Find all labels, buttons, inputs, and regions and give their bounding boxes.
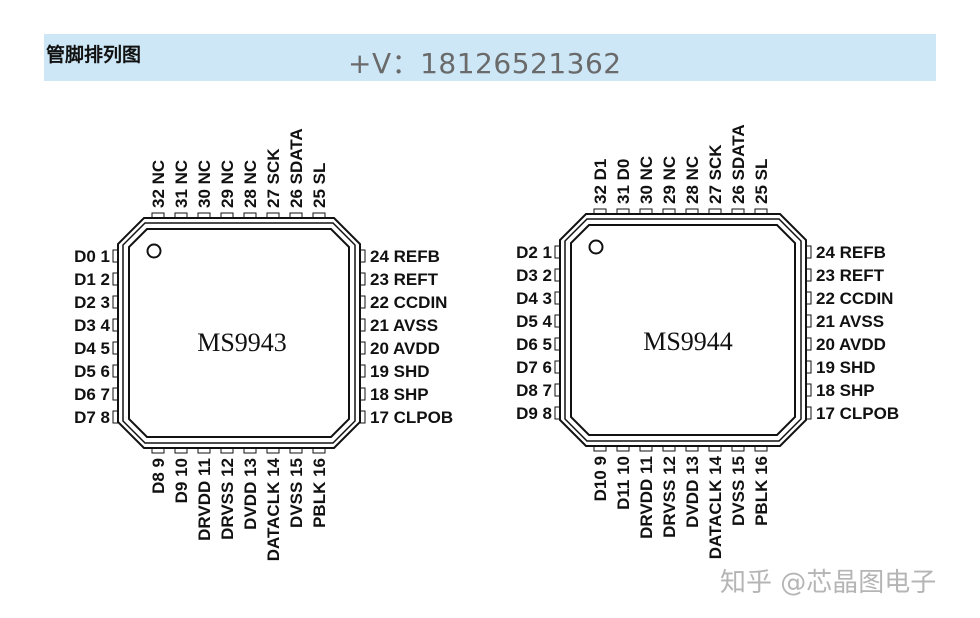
pin1-marker — [588, 239, 604, 255]
pin-label-top: 26 SDATA — [729, 124, 748, 204]
pin-label-top: 31 D0 — [614, 159, 633, 204]
pin-label-top: 25 SL — [310, 163, 329, 208]
pin-label-bottom: D11 10 — [614, 456, 633, 510]
pin-label-right: 20 AVDD — [370, 339, 440, 358]
page-title: 管脚排列图 — [46, 44, 142, 66]
chip-name: MS9943 — [197, 328, 287, 357]
package-inner-outline — [564, 218, 802, 442]
pin-label-left: D6 5 — [516, 335, 552, 354]
pin-label-left: D1 2 — [74, 270, 110, 289]
header-banner: 管脚排列图 +V：18126521362 — [44, 34, 936, 81]
pin-label-right: 18 SHP — [370, 385, 429, 404]
package-inner-outline — [122, 222, 356, 444]
pin-label-top: 31 NC — [172, 160, 191, 208]
pin-label-left: D9 8 — [516, 404, 552, 423]
pin-label-top: 30 NC — [637, 156, 656, 204]
pin-label-right: 22 CCDIN — [370, 293, 447, 312]
pin-label-bottom: D9 10 — [172, 458, 191, 503]
pin-label-right: 17 CLPOB — [370, 408, 453, 427]
contact-number: +V：18126521362 — [348, 47, 622, 80]
pin-label-left: D5 4 — [516, 312, 552, 331]
pin-label-bottom: DVDD 13 — [683, 456, 702, 528]
pin-label-bottom: DRVSS 12 — [218, 458, 237, 540]
die-outline — [570, 224, 796, 436]
pin-label-bottom: DRVDD 11 — [195, 458, 214, 541]
pin-label-right: 18 SHP — [816, 381, 875, 400]
pin-label-right: 17 CLPOB — [816, 404, 899, 423]
pin-label-left: D6 7 — [74, 385, 110, 404]
pin-label-bottom: PBLK 16 — [310, 458, 329, 528]
pin1-marker — [146, 243, 162, 259]
pin-label-left: D3 4 — [74, 316, 110, 335]
pin-label-left: D7 8 — [74, 408, 110, 427]
pin-label-right: 19 SHD — [370, 362, 430, 381]
die-outline — [128, 228, 350, 438]
pin-label-top: 32 NC — [149, 160, 168, 208]
pin-label-top: 26 SDATA — [287, 128, 306, 208]
pin-label-top: 27 SCK — [706, 144, 725, 204]
pin-label-bottom: PBLK 16 — [752, 456, 771, 526]
pin-label-left: D5 6 — [74, 362, 110, 381]
pin-label-top: 28 NC — [241, 160, 260, 208]
pin-label-right: 24 REFB — [370, 247, 440, 266]
chip-ms9943: MS9943 D0 1 D1 2 D2 3 D3 4 D4 5 D5 6 D6 7 D7 8 24… — [74, 128, 453, 561]
pin-label-bottom: D8 9 — [149, 458, 168, 494]
watermark: 知乎 @芯晶图电子 — [720, 568, 937, 598]
pin-label-right: 20 AVDD — [816, 335, 886, 354]
chip-ms9944: MS9944 D2 1 D3 2 D4 3 D5 4 D6 5 D7 6 D8 7 D9 8 24… — [516, 124, 899, 559]
pin-label-right: 19 SHD — [816, 358, 876, 377]
pin-label-left: D4 3 — [516, 289, 552, 308]
pin-label-top: 32 D1 — [591, 159, 610, 204]
pin-label-bottom: DRVDD 11 — [637, 456, 656, 539]
chip-name: MS9944 — [643, 327, 733, 356]
pin-label-top: 29 NC — [218, 160, 237, 208]
pin-label-bottom: DATACLK 14 — [264, 457, 283, 561]
pin-label-bottom: DATACLK 14 — [706, 455, 725, 559]
pin-label-right: 21 AVSS — [370, 316, 438, 335]
pin-label-right: 22 CCDIN — [816, 289, 893, 308]
pin-label-bottom: DVSS 15 — [729, 456, 748, 526]
pin-label-bottom: DRVSS 12 — [660, 456, 679, 538]
pin-label-right: 24 REFB — [816, 243, 886, 262]
pin-label-top: 27 SCK — [264, 148, 283, 208]
pin-label-left: D7 6 — [516, 358, 552, 377]
pin-label-left: D4 5 — [74, 339, 110, 358]
pin-label-left: D0 1 — [74, 247, 110, 266]
pin-label-bottom: DVSS 15 — [287, 458, 306, 528]
pin-label-top: 29 NC — [660, 156, 679, 204]
pin-label-right: 23 REFT — [816, 266, 885, 285]
pin-label-top: 28 NC — [683, 156, 702, 204]
pin-label-top: 30 NC — [195, 160, 214, 208]
pin-label-right: 23 REFT — [370, 270, 439, 289]
pin-label-left: D3 2 — [516, 266, 552, 285]
pin-label-left: D8 7 — [516, 381, 552, 400]
pin-label-top: 25 SL — [752, 159, 771, 204]
pin-label-left: D2 3 — [74, 293, 110, 312]
pin-label-left: D2 1 — [516, 243, 552, 262]
pin-label-right: 21 AVSS — [816, 312, 884, 331]
pin-label-bottom: D10 9 — [591, 456, 610, 501]
pin-label-bottom: DVDD 13 — [241, 458, 260, 530]
